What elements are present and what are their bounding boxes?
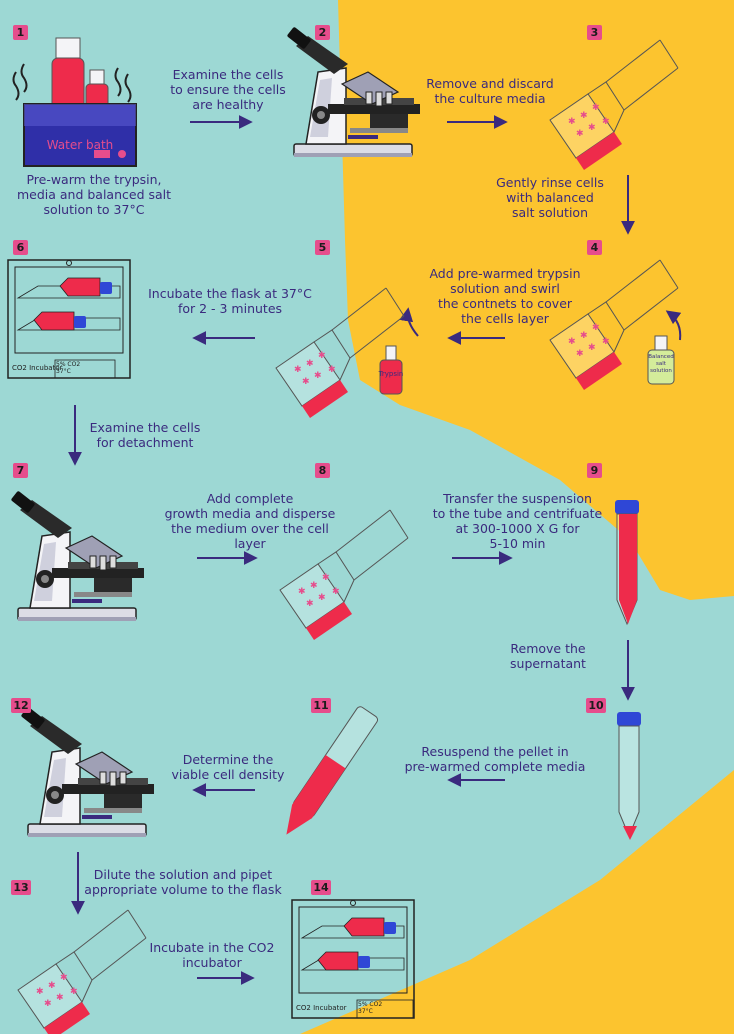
incubator-display: 5% CO2 37°C (358, 1001, 383, 1015)
step-6-text: Incubate the flask at 37°C for 2 - 3 min… (148, 286, 312, 316)
step-number-7: 7 (13, 463, 28, 478)
incubator-label: CO2 Incubator (296, 1004, 347, 1012)
step-14-text: Incubate in the CO2 incubator (149, 940, 275, 970)
curved-arrow-icon (399, 307, 419, 337)
balanced-salt-label: Balanced salt solution (648, 354, 674, 374)
step-number-6: 6 (13, 240, 28, 255)
step-9-text: Transfer the suspension to the tube and … (432, 491, 603, 551)
step-4-text: Gently rinse cells with balanced salt so… (496, 175, 604, 220)
trypsin-bottle-icon (379, 345, 403, 395)
step-12-text: Determine the viable cell density (171, 752, 285, 782)
step-1-text: Pre-warm the trypsin, media and balanced… (16, 172, 172, 217)
step-number-14: 14 (311, 880, 331, 895)
step-8-text: Add complete growth media and disperse t… (164, 491, 336, 551)
step-10-text: Remove the supernatant (510, 641, 586, 671)
step-number-2: 2 (315, 25, 330, 40)
step-number-13: 13 (11, 880, 31, 895)
pipette-icon (286, 706, 379, 835)
step-number-10: 10 (586, 698, 606, 713)
step-7-text: Examine the cells for detachment (89, 420, 201, 450)
trypsin-label: Trypsin (378, 370, 404, 378)
incubator-label: CO2 Incubator (12, 364, 63, 372)
step-11-text: Resuspend the pellet in pre-warmed compl… (404, 744, 586, 774)
step-2-text: Examine the cells to ensure the cells ar… (170, 67, 286, 112)
step-3-text: Remove and discard the culture media (426, 76, 554, 106)
water-bath-icon (12, 37, 137, 167)
balanced-salt-bottle-icon (647, 335, 675, 385)
step-number-8: 8 (315, 463, 330, 478)
step-number-3: 3 (587, 25, 602, 40)
step-number-12: 12 (11, 698, 31, 713)
step-number-11: 11 (311, 698, 331, 713)
incubator-display: 5% CO2 37°C (56, 361, 81, 375)
step-number-4: 4 (587, 240, 602, 255)
step-number-9: 9 (587, 463, 602, 478)
step-13-text: Dilute the solution and pipet appropriat… (84, 867, 282, 897)
step-5-text: Add pre-warmed trypsin solution and swir… (429, 266, 581, 326)
step-number-5: 5 (315, 240, 330, 255)
step-number-1: 1 (13, 25, 28, 40)
curved-arrow-icon (665, 310, 682, 341)
water-bath-label: Water bath (46, 138, 114, 152)
